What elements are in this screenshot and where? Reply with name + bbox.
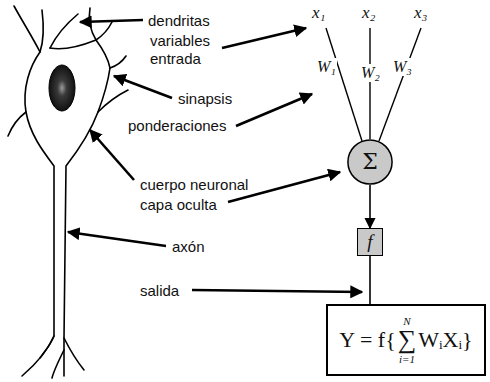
function-symbol: f bbox=[366, 231, 374, 253]
callout-arrows bbox=[68, 20, 362, 292]
part-label: axón bbox=[172, 238, 205, 256]
part-label: capa oculta bbox=[140, 196, 217, 214]
nucleus bbox=[49, 65, 75, 111]
part-label: sinapsis bbox=[178, 90, 232, 108]
signal-connector bbox=[369, 185, 371, 228]
weight-label: W₂ bbox=[360, 64, 381, 82]
part-label: dendritas bbox=[148, 12, 210, 30]
part-label: entrada bbox=[150, 50, 201, 68]
part-label: ponderaciones bbox=[128, 117, 226, 135]
input-variable: x₂ bbox=[362, 4, 375, 22]
weight-label: W₃ bbox=[392, 58, 413, 76]
part-label: salida bbox=[140, 282, 179, 300]
neuron-outline bbox=[8, 6, 128, 378]
formula-box: Y = f{ N∑i=1WᵢXᵢ} bbox=[326, 304, 486, 376]
sum-circle: Σ bbox=[347, 139, 393, 185]
formula-text: WᵢXᵢ} bbox=[418, 327, 472, 353]
sum-symbol: Σ bbox=[362, 150, 378, 174]
sum-limit: i=1 bbox=[399, 353, 415, 365]
formula-text: Y = f{ bbox=[339, 327, 395, 353]
signal-connector bbox=[369, 256, 371, 304]
input-variable: x₁ bbox=[312, 4, 325, 22]
sum-limit: N bbox=[403, 315, 410, 327]
weight-label: W₁ bbox=[316, 58, 337, 76]
part-label: variables bbox=[150, 32, 210, 50]
function-box: f bbox=[357, 228, 383, 256]
input-variable: x₃ bbox=[414, 4, 427, 22]
input-wires bbox=[326, 28, 421, 141]
part-label: cuerpo neuronal bbox=[140, 176, 248, 194]
sum-symbol: ∑ bbox=[398, 327, 417, 353]
